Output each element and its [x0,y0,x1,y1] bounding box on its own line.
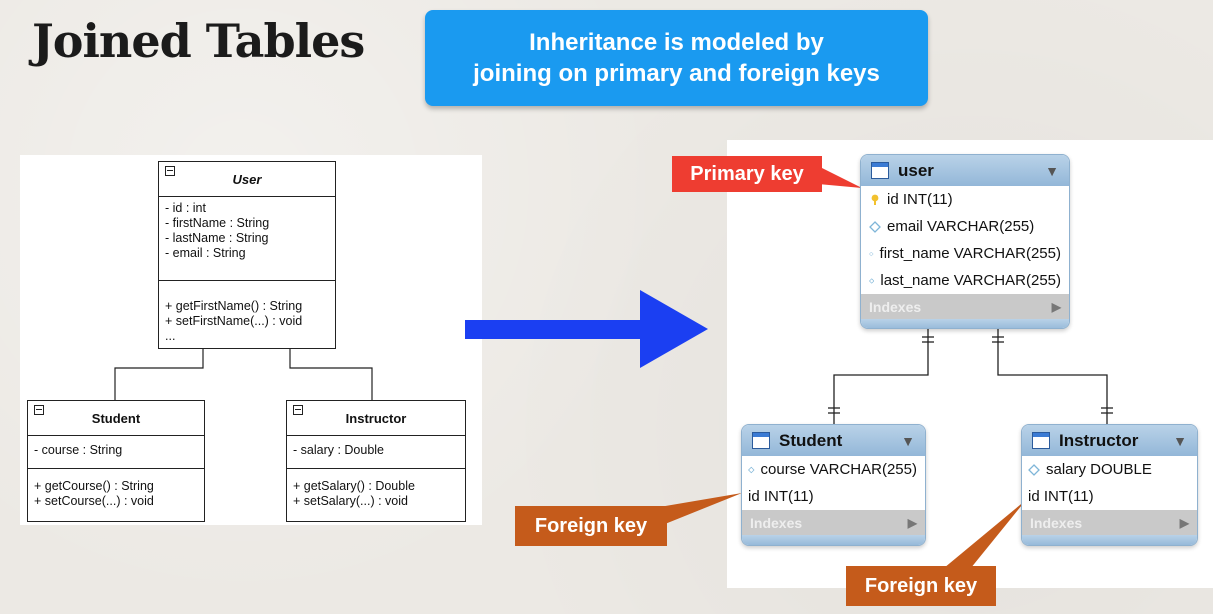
student-generalization-line [114,336,204,400]
diamond-icon [869,251,874,256]
table-icon [871,162,889,179]
diamond-icon [869,277,875,284]
uml-class-name: User [232,171,262,187]
uml-attributes: - id : int - firstName : String - lastNa… [159,197,335,280]
key-icon [871,194,879,205]
collapse-icon [165,166,175,176]
indexes-label: Indexes [750,514,803,531]
db-column-row[interactable]: id INT(11) [742,483,925,510]
db-column-row[interactable]: course VARCHAR(255) [742,456,925,483]
uml-diagram-panel: User - id : int - firstName : String - l… [20,155,482,525]
explanation-banner: Inheritance is modeled by joining on pri… [425,10,928,106]
expand-triangle-icon[interactable]: ▶ [1179,515,1189,530]
db-column-text: last_name VARCHAR(255) [880,272,1061,289]
uml-method: + getFirstName() : String [165,299,303,313]
db-table-name: user [898,160,934,180]
table-icon [1032,432,1050,449]
db-column-text: id INT(11) [1028,488,1094,505]
arrow-shaft [465,320,643,339]
uml-class-student: Student - course : String + getCourse() … [27,400,205,522]
arrow-head [640,290,708,368]
uml-class-user: User - id : int - firstName : String - l… [158,161,336,349]
db-column-row[interactable]: salary DOUBLE [1022,456,1197,483]
banner-line-2: joining on primary and foreign keys [473,60,880,87]
collapse-triangle-icon[interactable]: ▼ [901,432,915,449]
db-table-name: Student [779,430,843,450]
db-column-row[interactable]: id INT(11) [1022,483,1197,510]
uml-method: + setSalary(...) : void [293,494,408,508]
uml-class-name: Student [91,410,141,426]
db-column-row[interactable]: email VARCHAR(255) [861,213,1069,240]
collapse-icon [293,405,303,415]
banner-line-1: Inheritance is modeled by [529,29,824,56]
uml-attribute: - email : String [165,246,246,260]
uml-attribute: - id : int [165,201,206,215]
uml-method: + setCourse(...) : void [34,494,154,508]
uml-method: ... [165,329,176,343]
db-column-text: id INT(11) [887,191,953,208]
uml-attribute: - salary : Double [293,443,385,457]
uml-class-header: Student [28,401,204,436]
collapse-triangle-icon[interactable]: ▼ [1045,162,1059,179]
uml-method: + setFirstName(...) : void [165,314,303,328]
uml-attributes: - salary : Double [287,436,465,468]
uml-class-header: Instructor [287,401,465,436]
expand-triangle-icon[interactable]: ▶ [1051,299,1061,314]
db-column-text: email VARCHAR(255) [887,218,1035,235]
db-indexes-row[interactable]: Indexes ▶ [861,294,1069,319]
db-column-row[interactable]: first_name VARCHAR(255) [861,240,1069,267]
db-table-header[interactable]: user ▼ [861,155,1069,186]
db-table-user[interactable]: user ▼ id INT(11) email VARCHAR(255) fir… [860,154,1070,329]
uml-attribute: - firstName : String [165,216,270,230]
uml-methods: + getSalary() : Double + setSalary(...) … [287,468,465,521]
db-column-row[interactable]: id INT(11) [861,186,1069,213]
table-icon [752,432,770,449]
uml-methods: + getFirstName() : String + setFirstName… [159,280,335,348]
diamond-icon [869,220,881,233]
db-column-text: salary DOUBLE [1046,461,1152,478]
db-column-text: id INT(11) [748,488,814,505]
foreign-key-student-callout: Foreign key [515,506,667,546]
uml-methods: + getCourse() : String + setCourse(...) … [28,468,204,521]
instructor-generalization-line [289,336,373,400]
db-table-student[interactable]: Student ▼ course VARCHAR(255) id INT(11)… [741,424,926,546]
db-table-header[interactable]: Student ▼ [742,425,925,456]
db-indexes-row[interactable]: Indexes ▶ [1022,510,1197,535]
collapse-icon [34,405,44,415]
foreign-key-instructor-callout: Foreign key [846,566,996,606]
db-table-footer [1022,535,1197,545]
indexes-label: Indexes [1030,514,1083,531]
uml-method: + getCourse() : String [34,479,154,493]
slide-title: Joined Tables [32,14,365,68]
expand-triangle-icon[interactable]: ▶ [907,515,917,530]
uml-method: + getSalary() : Double [293,479,415,493]
uml-class-header: User [159,162,335,197]
db-column-text: course VARCHAR(255) [760,461,917,478]
uml-class-name: Instructor [345,410,407,426]
db-table-instructor[interactable]: Instructor ▼ salary DOUBLE id INT(11) In… [1021,424,1198,546]
collapse-triangle-icon[interactable]: ▼ [1173,432,1187,449]
diamond-icon [1028,463,1040,476]
uml-class-instructor: Instructor - salary : Double + getSalary… [286,400,466,522]
db-table-name: Instructor [1059,430,1139,450]
primary-key-callout: Primary key [672,156,822,192]
db-table-footer [742,535,925,545]
db-column-text: first_name VARCHAR(255) [879,245,1061,262]
indexes-label: Indexes [869,298,922,315]
db-indexes-row[interactable]: Indexes ▶ [742,510,925,535]
uml-attribute: - course : String [34,443,123,457]
db-table-footer [861,319,1069,328]
uml-attribute: - lastName : String [165,231,269,245]
db-table-header[interactable]: Instructor ▼ [1022,425,1197,456]
diamond-icon [748,466,755,473]
transform-arrow-icon [465,290,708,368]
uml-attributes: - course : String [28,436,204,468]
db-column-row[interactable]: last_name VARCHAR(255) [861,267,1069,294]
